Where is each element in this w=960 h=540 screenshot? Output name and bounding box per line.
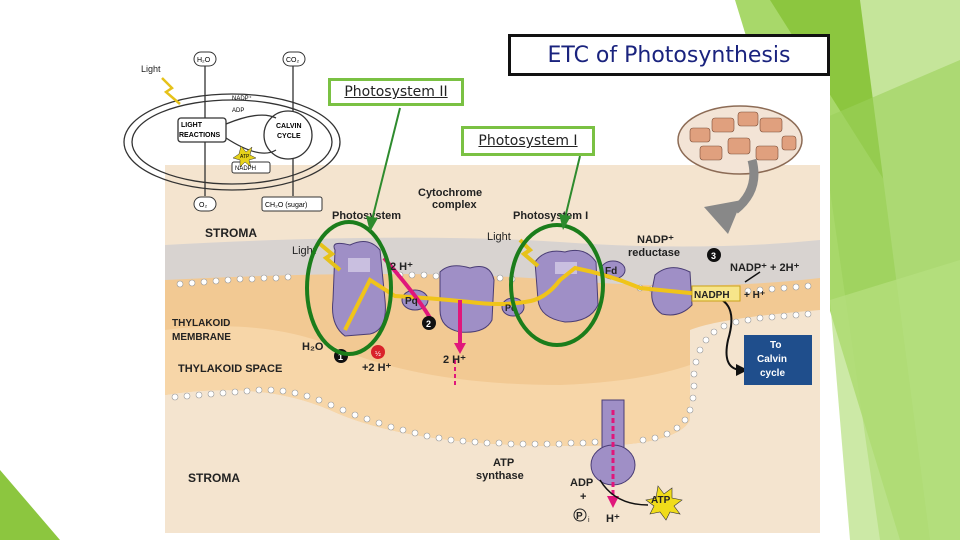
chloroplast-illustration [677, 105, 803, 234]
pi-circle [573, 508, 587, 522]
photosystem-ii-protein [332, 240, 386, 337]
overview-adp: ADP [232, 108, 244, 114]
thylakoid-space-label: THYLAKOID SPACE [178, 363, 282, 375]
photosystem-i-callout: Photosystem I [461, 126, 595, 156]
ps2-pointer-arrow [371, 107, 401, 221]
atp-starburst [645, 485, 683, 521]
pi-subscript: i [588, 517, 590, 524]
atp-synthase-label-1: ATP [493, 457, 514, 469]
stroma-bottom-label: STROMA [188, 471, 240, 485]
two-h-top-label: 2 H⁺ [390, 261, 413, 273]
two-h-mid-label: 2 H⁺ [443, 354, 466, 366]
nadph-box [691, 285, 741, 302]
overview-nadph: NADPH [235, 166, 256, 172]
h2o-label: H₂O [302, 341, 324, 353]
pq-label: Pq [405, 296, 418, 307]
nadph-label: NADPH [694, 290, 730, 301]
to-calvin-box [744, 335, 812, 385]
overview-nadp: NADP⁺ [232, 95, 252, 102]
plus-2h-label: +2 H⁺ [362, 362, 392, 374]
ps1-pointer-arrow [564, 155, 581, 219]
step-3-label: 3 [711, 251, 716, 261]
photosystem-ii-callout: Photosystem II [328, 78, 464, 106]
overview-sugar: CH₂O (sugar) [265, 202, 307, 209]
photosystem-ii-text: Photosystem [332, 210, 401, 222]
atp-label: ATP [651, 495, 671, 506]
half-o2-label: ½ [375, 350, 381, 358]
electron-path [343, 265, 701, 331]
pi-label: P [576, 511, 583, 522]
thylakoid-membrane-label-1: THYLAKOID [172, 318, 230, 329]
slide-title: ETC of Photosynthesis [508, 34, 830, 76]
cytochrome-complex-protein [439, 265, 495, 333]
nadp-plus-label: NADP⁺ + 2H⁺ [730, 262, 800, 274]
pc-label: Pc [505, 303, 516, 313]
to-calvin-3: cycle [760, 368, 785, 379]
lipid-bilayer-bottom [171, 310, 812, 448]
overview-co2: CO₂ [286, 57, 300, 64]
photosystem-i-text: Photosystem I [513, 210, 588, 222]
stroma-top-label: STROMA [205, 226, 257, 240]
step-3-marker [707, 248, 721, 262]
overview-calvin-1: CALVIN [276, 123, 302, 130]
photosystem-i-protein [534, 249, 599, 323]
to-calvin-1: To [770, 340, 781, 351]
overview-atp: ATP [240, 154, 250, 160]
plus-h-label: + H⁺ [744, 290, 765, 301]
etc-diagram: Light H₂O CO₂ NADP⁺ ADP LIGHT REACTIONS … [120, 40, 830, 535]
cytochrome-label-2: complex [432, 199, 478, 211]
plus-label: + [580, 491, 586, 503]
cytochrome-label-1: Cytochrome [418, 187, 482, 199]
overview-light-reactions-2: REACTIONS [179, 132, 221, 139]
overview-o2: O₂ [199, 202, 207, 209]
overview-light: Light [141, 64, 161, 74]
light-right-label: Light [487, 231, 511, 243]
nadp-reductase-label-2: reductase [628, 247, 680, 259]
thylakoid-membrane-label-2: MEMBRANE [172, 332, 231, 343]
nadp-reductase-label-1: NADP⁺ [637, 234, 674, 246]
overview-calvin-2: CYCLE [277, 133, 301, 140]
adp-label: ADP [570, 477, 593, 489]
atp-synthase-label-2: synthase [476, 470, 524, 482]
step-2-marker [422, 316, 436, 330]
chloroplast-overview [123, 62, 341, 196]
step-2-label: 2 [426, 319, 431, 329]
overview-h2o: H₂O [197, 57, 211, 64]
ps1-highlight-oval [509, 223, 605, 347]
light-left-label: Light [292, 245, 316, 257]
overview-light-reactions-1: LIGHT [181, 122, 203, 129]
to-calvin-2: Calvin [757, 354, 787, 365]
ps2-highlight-oval [305, 220, 393, 356]
fd-label: Fd [605, 266, 617, 277]
h-plus-label: H⁺ [606, 513, 620, 525]
light-bolt-ps2 [318, 242, 342, 272]
step-1-label: 1 [338, 352, 343, 362]
